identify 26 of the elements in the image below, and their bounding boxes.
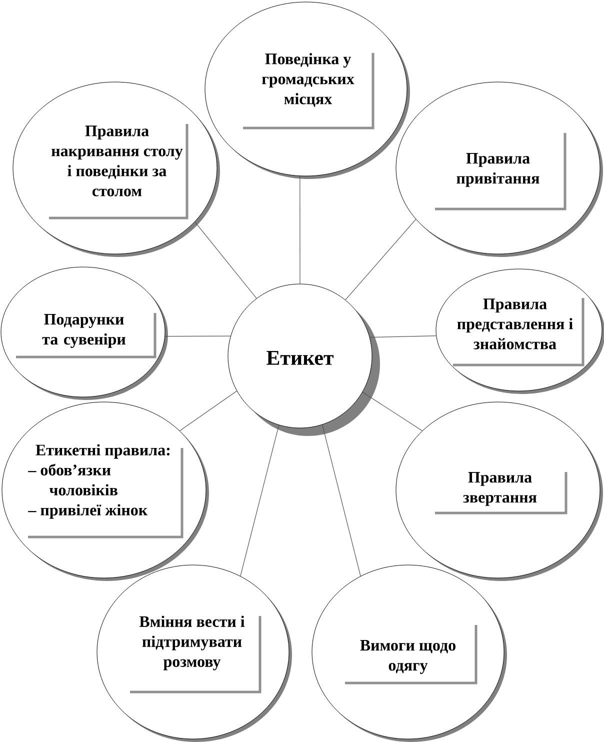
text-box: Подарунки та сувеніри — [16, 313, 156, 358]
connector-line — [362, 392, 422, 432]
connector-line — [164, 336, 231, 337]
text-box: Правила накривання столу і поведінки за столом — [49, 124, 188, 220]
topic-ellipse — [396, 82, 603, 257]
text-box: Поведінка у громадських місцях — [243, 53, 374, 130]
connector-line — [194, 222, 257, 299]
text-box: Вимоги щодо одягу — [345, 625, 478, 684]
text-box: Етикетні правила: – обов’язки чоловіків – привілеї жінок — [28, 444, 184, 538]
connector-line — [369, 336, 436, 338]
text-box: Вміння вести і підтримувати розмову — [130, 616, 262, 694]
connector-line — [240, 424, 280, 576]
topic-ellipse — [0, 266, 168, 400]
topic-ellipse — [2, 402, 209, 581]
topic-ellipse — [204, 2, 410, 179]
topic-ellipse — [96, 564, 292, 742]
topic-ellipse — [436, 268, 604, 394]
connector-line — [180, 390, 238, 432]
connector-line — [322, 424, 361, 576]
text-box: Правила представлення і знайомства — [453, 298, 584, 366]
topic-ellipse — [396, 402, 603, 581]
connector-line — [345, 219, 416, 300]
topic-ellipse — [12, 82, 220, 257]
topic-ellipse — [312, 564, 507, 742]
text-box: Правила привітання — [435, 133, 566, 210]
text-box: Правила звертання — [435, 472, 568, 514]
